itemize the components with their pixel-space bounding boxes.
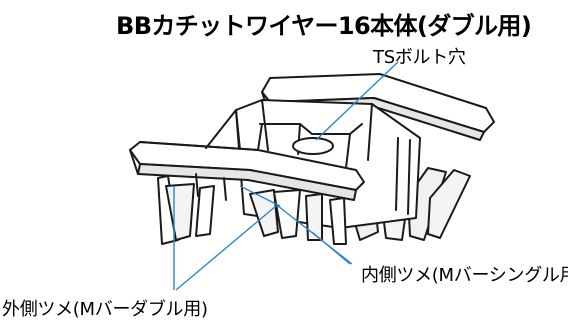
outer-claw-leader-b bbox=[175, 205, 277, 291]
front-flange bbox=[129, 141, 365, 201]
inner-claw-leader-b bbox=[311, 231, 351, 265]
bolt-hole-leader bbox=[315, 61, 399, 141]
outer-claw-label: 外側ツメ(Mバーダブル用) bbox=[2, 299, 208, 320]
leader-lines bbox=[173, 61, 399, 291]
side-walls bbox=[195, 109, 263, 201]
bolt-hole bbox=[292, 137, 334, 155]
diagram-title: BBカチットワイヤー16本体(ダブル用) bbox=[116, 12, 532, 40]
inner-claw-label: 内側ツメ(Mバーシングル用) bbox=[361, 265, 568, 286]
